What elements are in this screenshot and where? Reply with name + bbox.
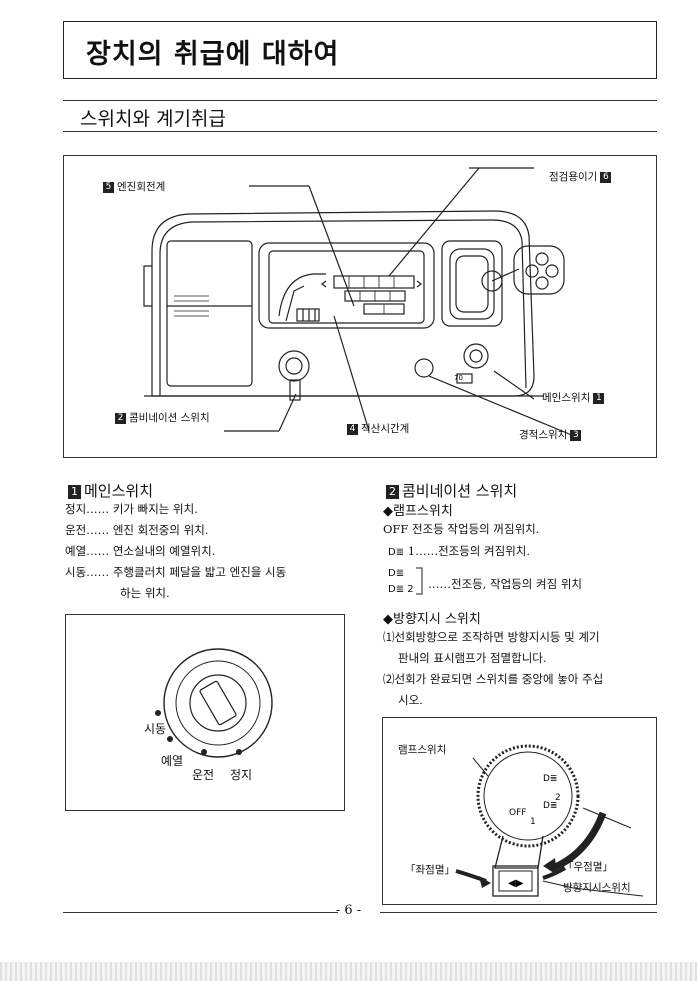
dial-label-preheat: 예열 <box>161 754 184 768</box>
left-blink-label: 「좌점멸」 <box>405 864 455 876</box>
lamp-off-row: OFF 전조등 작업등의 꺼짐위치. <box>383 522 540 536</box>
svg-text:D≣: D≣ <box>543 801 557 811</box>
worklamp-icon: D≣ <box>388 584 408 595</box>
callout-label: 엔진회전계 <box>117 181 166 193</box>
turn-switch-label: 방향지시스위치 <box>563 882 631 894</box>
section-number: 2 <box>386 485 399 499</box>
lamp-pos2-icons: D≣ D≣ 2 <box>388 566 414 598</box>
page-number: - 6 - <box>335 903 362 918</box>
position-1-label: 1 <box>530 817 536 827</box>
callout-label: 점검용이기 <box>549 171 598 183</box>
page-title-box: 장치의 취급에 대하여 <box>63 21 657 79</box>
callout-label: 메인스위치 <box>542 392 591 404</box>
run-position-dot <box>201 749 207 755</box>
footer-rule-right <box>380 912 657 913</box>
list-item: 시동…… 주행클러치 페달을 밟고 엔진을 시동 <box>65 565 287 579</box>
heading-text: 콤비네이션 스위치 <box>402 482 518 500</box>
preheat-position-dot <box>167 736 173 742</box>
arrow-head-right <box>543 858 557 875</box>
bracket-icon <box>416 567 423 595</box>
right-arrow-icon <box>542 866 567 880</box>
callout-number: 1 <box>593 393 605 404</box>
callout-number: 2 <box>115 413 126 424</box>
list-item: 정지…… 키가 빠지는 위치. <box>65 502 198 516</box>
lamp-switch-subheading: ◆램프스위치 <box>383 504 453 519</box>
start-position-dot <box>155 710 161 716</box>
lamp-pos1-row: D≣ 1……전조등의 켜짐위치. <box>388 544 531 558</box>
right-blink-label: 「우점멸」 <box>563 861 613 873</box>
callout-number: 6 <box>600 172 612 183</box>
scan-edge <box>0 962 697 981</box>
combination-switch-figure: ◀▶ D≣ D≣ 램프스위치 OFF 1 2 「좌점멸」 「우점멸」 방향지시스… <box>382 717 657 905</box>
main-switch-figure: 시동 예열 운전 정지 <box>65 614 345 811</box>
turn-arrows-icon: ◀▶ <box>508 878 524 889</box>
turn-instruction-1: ⑴선회방향으로 조작하면 방향지시등 및 계기 판내의 표시램프가 점멸합니다.… <box>383 630 604 707</box>
list-item: 운전…… 엔진 회전중의 위치. <box>65 523 209 537</box>
position-2-label: 2 <box>555 793 561 803</box>
dial-label-start: 시동 <box>144 722 167 736</box>
lamp-pos2-desc: ……전조등, 작업등의 켜짐 위치 <box>428 577 583 591</box>
callout-number: 4 <box>347 424 358 435</box>
dial-label-run: 운전 <box>192 768 215 782</box>
dial-label-stop: 정지 <box>230 768 253 782</box>
section-title: 스위치와 계기취급 <box>80 108 226 130</box>
lamp-pos2-number: 2 <box>407 584 414 595</box>
callout-label: 적산시간계 <box>361 423 410 435</box>
section-rule-bottom <box>63 131 657 132</box>
lamp-switch-label: 램프스위치 <box>398 744 447 756</box>
page-title: 장치의 취급에 대하여 <box>86 39 340 70</box>
footer-rule-left <box>63 912 338 913</box>
heading-text: 메인스위치 <box>84 482 154 500</box>
lamp-icons: D≣ <box>543 774 557 784</box>
section-number: 1 <box>68 485 81 499</box>
callout-label: 콤비네이션 스위치 <box>129 412 210 424</box>
callout-label: 경적스위치 <box>519 429 568 441</box>
turn-switch-subheading: ◆방향지시 스위치 <box>383 612 481 627</box>
callout-number: 3 <box>570 430 582 441</box>
combination-switch-drawing: ◀▶ D≣ D≣ <box>455 744 644 897</box>
rotation-arrow-icon <box>551 811 607 872</box>
list-item-continuation: 하는 위치. <box>120 586 170 600</box>
callout-number: 5 <box>103 182 114 193</box>
main-switch-list: 정지…… 키가 빠지는 위치. 운전…… 엔진 회전중의 위치. 예열…… 연소… <box>65 499 286 604</box>
headlamp-icon: D≣ <box>388 568 405 579</box>
hourmeter-readout: 70 <box>454 374 463 382</box>
stop-position-dot <box>236 749 242 755</box>
headlamp-icon: D≣ <box>388 547 405 558</box>
key-switch-dial <box>155 648 273 758</box>
section-rule-top <box>63 100 657 101</box>
off-position-label: OFF <box>509 808 527 818</box>
instrument-panel-drawing: 70 <box>143 167 575 437</box>
list-item: 예열…… 연소실내의 예열위치. <box>65 544 216 558</box>
